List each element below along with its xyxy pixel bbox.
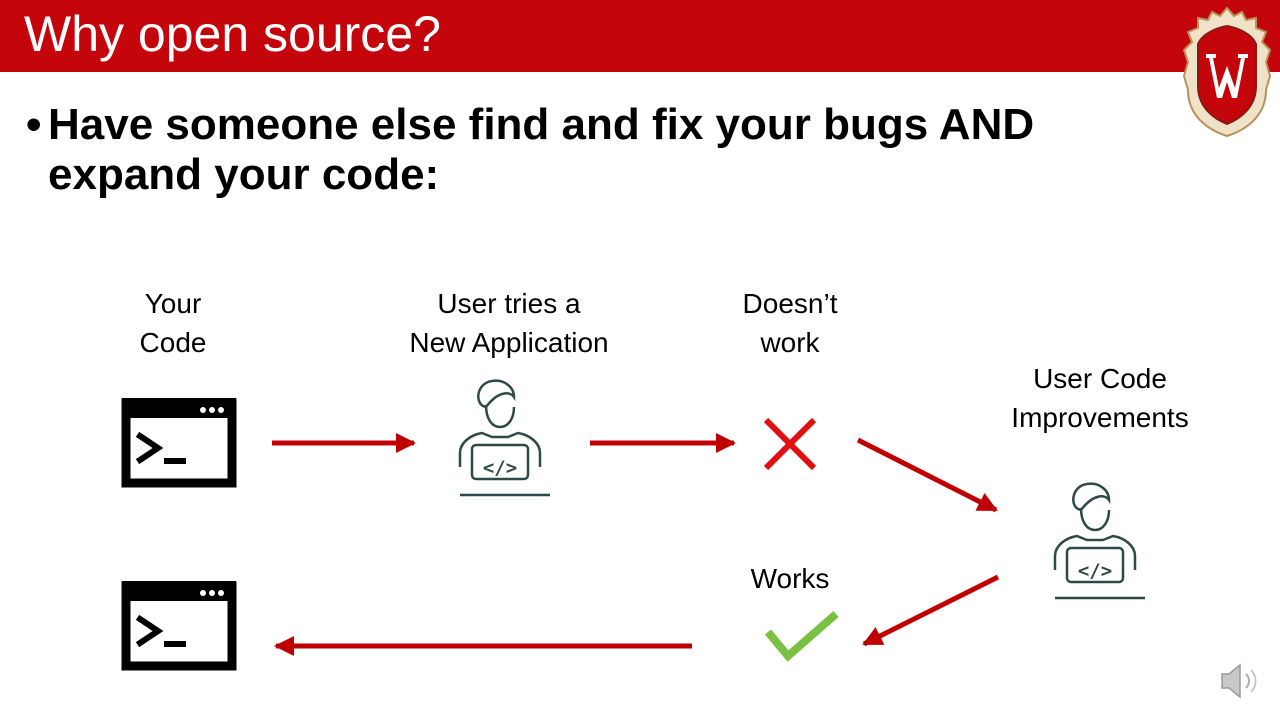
terminal-icon-bottom [121,581,237,671]
title-bar: Why open source? [0,0,1280,72]
label-user-tries: User tries a New Application [388,284,630,362]
label-user-code-improvements: User Code Improvements [990,359,1210,437]
speaker-icon[interactable] [1221,663,1257,699]
label-user-tries-line2: New Application [409,327,609,358]
laptop-code-text-right: </> [1077,560,1113,582]
label-user-tries-line1: User tries a [437,288,581,319]
label-your-code-line2: Code [139,327,207,358]
laptop-code-text-top: </> [482,457,518,479]
label-your-code: Your Code [118,284,228,362]
bullet-text: Have someone else find and fix your bugs… [48,100,1035,199]
check-icon [764,610,839,662]
label-works: Works [750,563,830,594]
label-improvements-line2: Improvements [1011,402,1189,433]
arrow-improvements-to-works [862,574,1000,647]
arrow-fail-to-improvements [856,437,998,513]
label-doesnt-work-line1: Doesn’t [742,288,838,319]
developer-icon-top [458,379,550,497]
label-your-code-line1: Your [144,288,202,319]
label-doesnt-work: Doesn’t work [720,284,860,362]
terminal-icon-top [121,398,237,488]
developer-icon-right [1053,482,1145,600]
label-improvements-line1: User Code [1033,363,1167,394]
label-doesnt-work-line2: work [760,327,820,358]
slide-title: Why open source? [24,6,441,62]
university-crest-icon [1182,6,1272,138]
bullet-marker: • [26,100,42,149]
cross-icon [763,417,817,471]
